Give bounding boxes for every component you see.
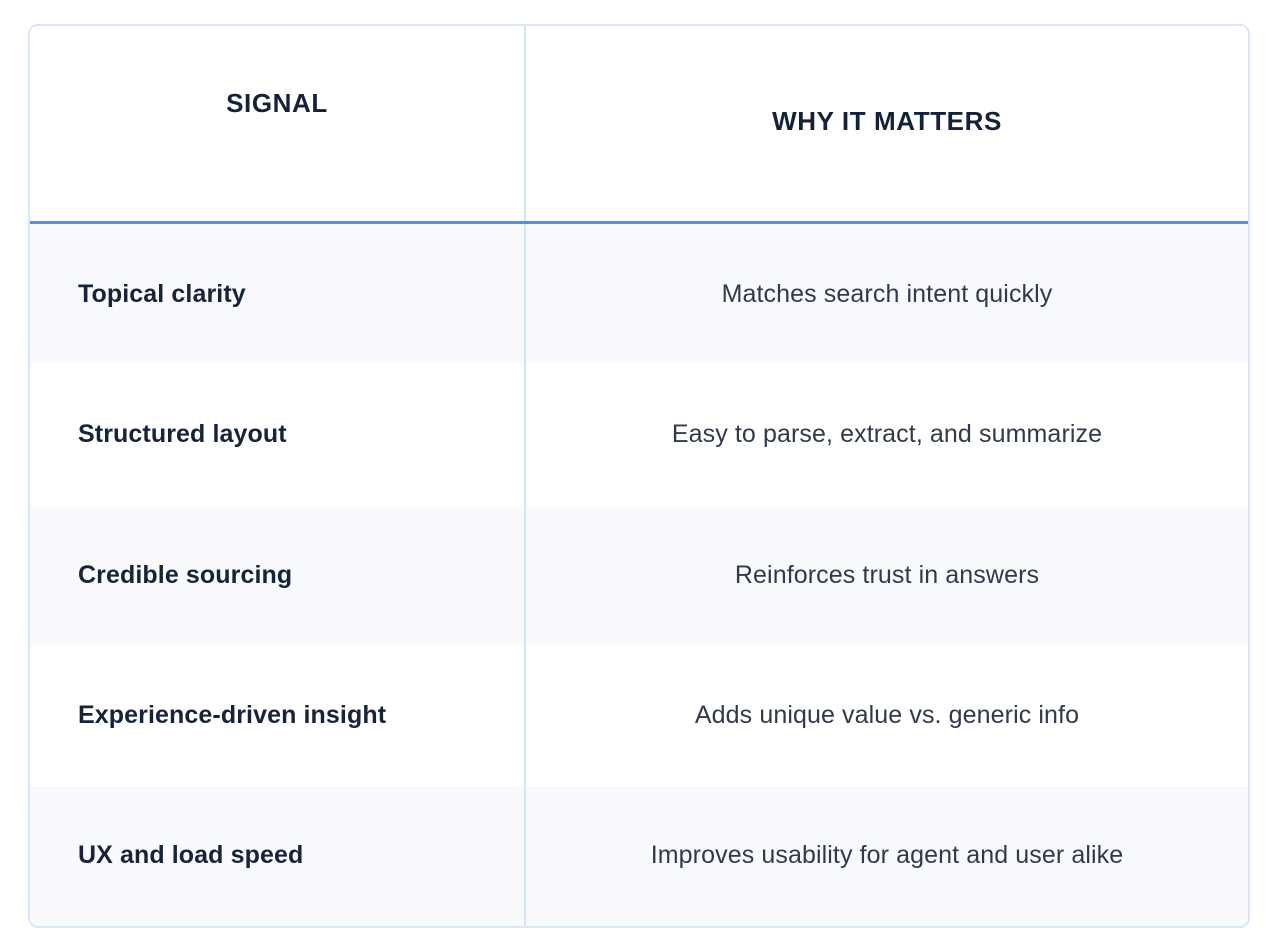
table-row: Topical clarity Matches search intent qu… <box>30 224 1248 365</box>
table-row: Experience-driven insight Adds unique va… <box>30 645 1248 786</box>
cell-why-it-matters: Easy to parse, extract, and summarize <box>671 420 1103 449</box>
cell-signal: Experience-driven insight <box>30 645 526 786</box>
table-row: UX and load speed Improves usability for… <box>30 785 1248 926</box>
table-row: Credible sourcing Reinforces trust in an… <box>30 504 1248 646</box>
column-header-signal: SIGNAL <box>30 26 526 221</box>
cell-signal: Credible sourcing <box>30 504 526 646</box>
cell-why-it-matters: Improves usability for agent and user al… <box>650 841 1124 870</box>
table-row: Structured layout Easy to parse, extract… <box>30 364 1248 505</box>
cell-signal: Topical clarity <box>30 224 526 365</box>
signal-table: SIGNAL WHY IT MATTERS Topical clarity Ma… <box>28 24 1250 928</box>
cell-why-it-matters: Matches search intent quickly <box>721 279 1053 308</box>
cell-signal: Structured layout <box>30 364 526 505</box>
table-header-row: SIGNAL WHY IT MATTERS <box>30 26 1248 224</box>
cell-why-it-matters: Adds unique value vs. generic info <box>694 700 1080 729</box>
table-body: Topical clarity Matches search intent qu… <box>30 224 1248 926</box>
column-header-why-it-matters: WHY IT MATTERS <box>526 26 1248 221</box>
cell-why-it-matters: Reinforces trust in answers <box>734 560 1040 589</box>
cell-signal: UX and load speed <box>30 785 526 926</box>
